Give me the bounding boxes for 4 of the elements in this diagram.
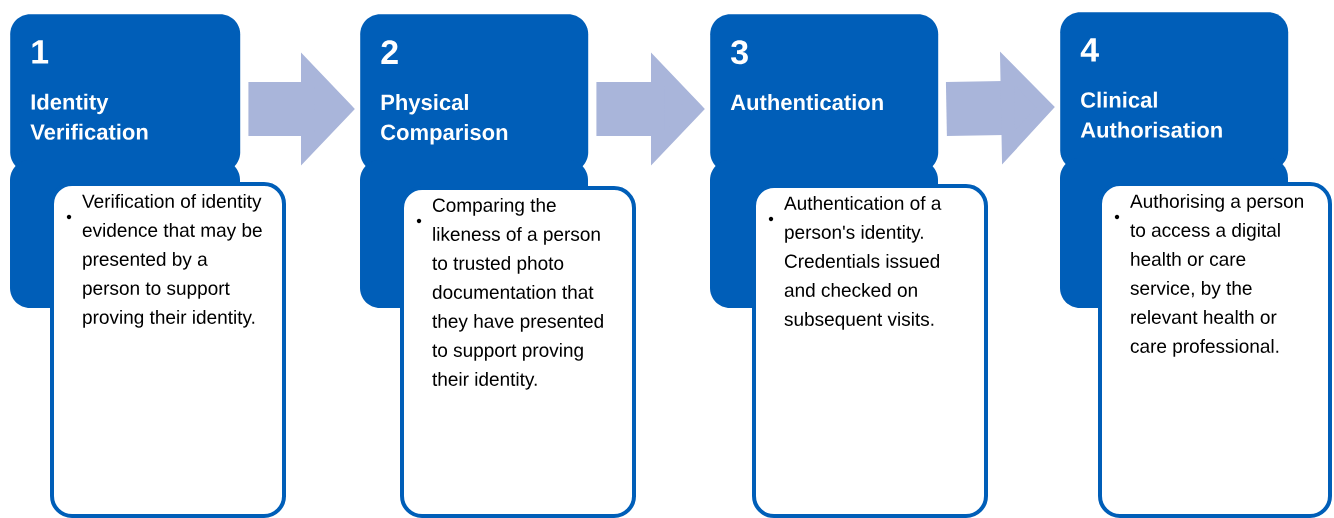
description-box: Comparing the likeness of a person to trusted photo documentation that they have presented to support proving their identity. [400, 186, 636, 518]
description-box: Authorising a person to access a digital health or care service, by the relevant health or care professional. [1098, 182, 1332, 518]
description-box: Authentication of a person's identity. Credentials issued and checked on subsequent visits. [752, 184, 988, 518]
description-box: Verification of identity evidence that may be presented by a person to support proving their identity. [50, 182, 286, 518]
